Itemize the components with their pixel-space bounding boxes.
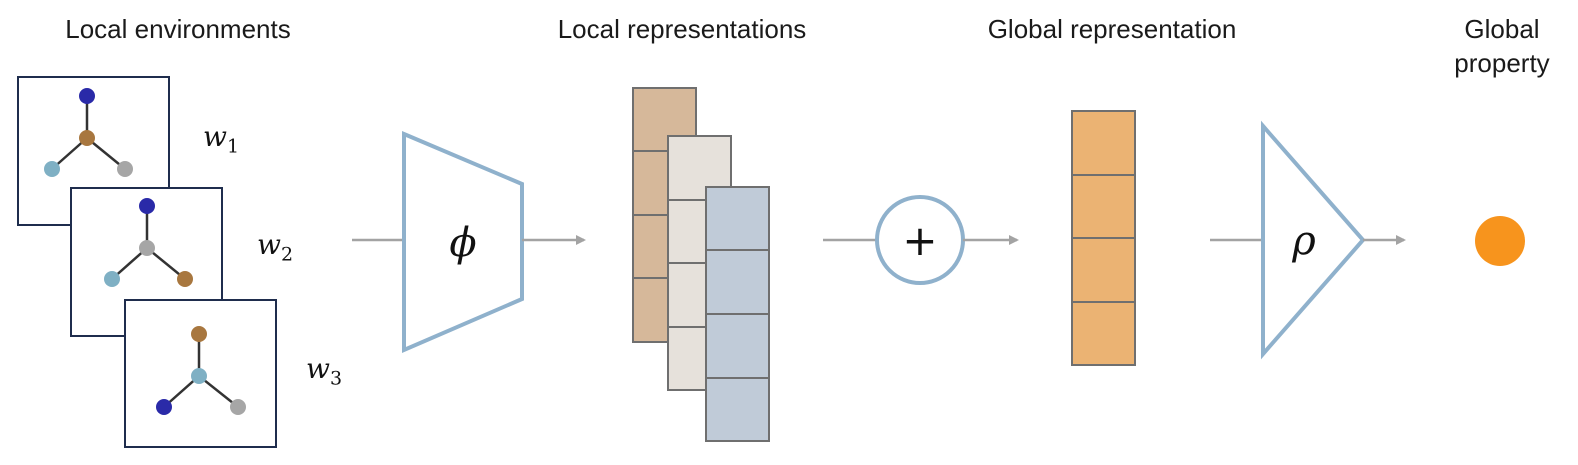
- local-rep-3-cell: [705, 313, 770, 379]
- weight-label-1: w1: [203, 120, 239, 158]
- environment-1-atom-center: [79, 130, 95, 146]
- rho-decoder: [1261, 120, 1366, 360]
- environment-1-atom-top: [79, 88, 95, 104]
- rho-symbol: ρ: [1291, 218, 1316, 264]
- environment-3-atom-center: [191, 368, 207, 384]
- environment-2-atom-center: [139, 240, 155, 256]
- local-environments-header: Local environments: [65, 14, 291, 44]
- environment-3-atom-top: [191, 326, 207, 342]
- local-rep-3-cell: [705, 186, 770, 251]
- environment-3-bond: [198, 375, 239, 408]
- environment-2-atom-right: [177, 271, 193, 287]
- local-representations-header: Local representations: [557, 14, 807, 44]
- global-property-header: Global property: [1440, 12, 1564, 80]
- global-representation: [1071, 110, 1136, 366]
- environment-3: [124, 299, 277, 448]
- environment-1-atom-left: [44, 161, 60, 177]
- environment-1-atom-right: [117, 161, 133, 177]
- local-representation-3: [705, 186, 770, 442]
- weight-3-base: w: [306, 352, 330, 385]
- local-rep-3-cell: [705, 249, 770, 315]
- weight-2-subscript: 2: [280, 243, 294, 266]
- environment-2-atom-left: [104, 271, 120, 287]
- environment-3-atom-right: [230, 399, 246, 415]
- global-rep-cell: [1071, 237, 1136, 303]
- global-property-dot: [1475, 216, 1525, 266]
- weight-3-subscript: 3: [329, 367, 343, 390]
- weight-1-base: w: [203, 120, 227, 153]
- local-rep-3-cell: [705, 377, 770, 442]
- weight-1-subscript: 1: [226, 135, 240, 158]
- global-representation-header: Global representation: [987, 14, 1237, 44]
- environment-3-atom-left: [156, 399, 172, 415]
- global-rep-cell: [1071, 301, 1136, 366]
- global-property-label-line2: property: [1454, 48, 1550, 78]
- weight-2-base: w: [257, 228, 281, 261]
- environment-2-bond: [146, 247, 186, 280]
- phi-symbol: ϕ: [449, 220, 476, 266]
- weight-label-2: w2: [257, 228, 293, 266]
- global-rep-cell: [1071, 110, 1136, 176]
- phi-encoder: [402, 130, 524, 354]
- global-rep-cell: [1071, 174, 1136, 239]
- environment-2-atom-top: [139, 198, 155, 214]
- global-property-label-line1: Global: [1464, 14, 1540, 44]
- environment-1-bond: [86, 137, 126, 170]
- weight-label-3: w3: [306, 352, 342, 390]
- plus-symbol: +: [902, 216, 937, 265]
